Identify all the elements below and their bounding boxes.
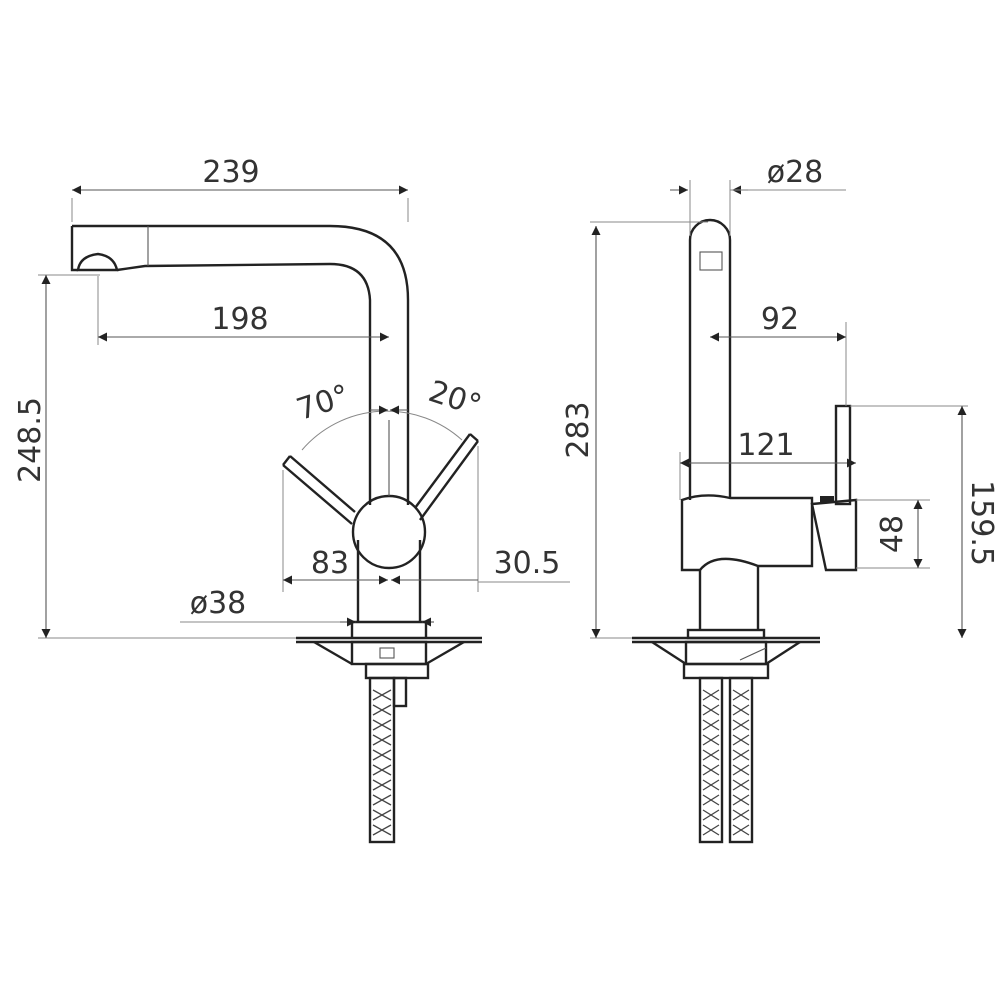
side-view: ø28 283 92 121 159.5 48 [561,155,999,844]
handle-angle-right-label: 20° [424,374,485,424]
front-spout [70,224,410,505]
side-body-height-label: 48 [875,515,910,553]
front-height-label: 248.5 [13,397,48,483]
side-handle-height-label: 159.5 [964,480,999,566]
side-mounting [632,628,820,844]
side-offset-top-label: 92 [761,302,799,337]
side-offset-mid-label: 121 [737,428,794,463]
side-diameter-label: ø28 [767,155,824,190]
front-width-label: 239 [202,155,259,190]
side-spout [688,218,732,500]
side-dimensions [590,180,968,639]
front-body [282,410,479,638]
handle-angle-left-label: 70° [292,378,353,428]
front-dimensions [38,185,570,639]
front-mounting [296,636,482,844]
side-body [680,404,858,630]
handle-offset-right-label: 30.5 [494,546,561,581]
front-reach-label: 198 [211,302,268,337]
base-diameter-label: ø38 [190,586,247,621]
handle-offset-left-label: 83 [311,546,349,581]
front-knob [351,494,427,570]
front-view: 239 198 248.5 70° 20° 83 30.5 ø38 [13,155,570,844]
side-height-label: 283 [561,401,596,458]
